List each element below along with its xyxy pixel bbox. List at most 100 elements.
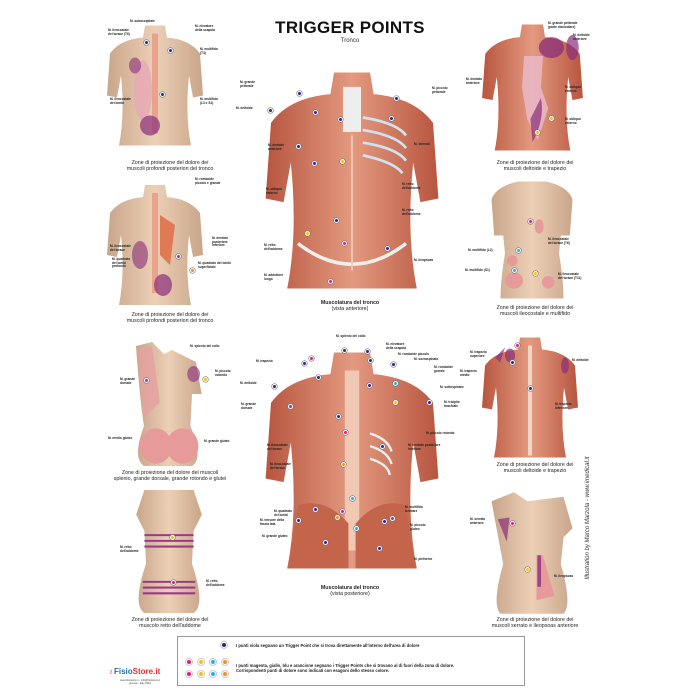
muscle-label: M. serrato anteriore <box>470 517 486 525</box>
muscle-label: M. obliquo esterno <box>565 117 581 125</box>
panel-caption: Zone di proiezione del dolore dei muscol… <box>496 462 574 475</box>
muscle-label: M. quadrato dei lombi superficiale <box>198 261 231 269</box>
muscle-label: M. ileocostale del torace <box>267 443 288 451</box>
trigger-point <box>171 580 176 585</box>
person-logo-icon: ♁ <box>108 667 114 676</box>
trigger-point <box>510 360 515 365</box>
trigger-point <box>367 383 372 388</box>
trigger-point <box>368 358 373 363</box>
panel-caption: Muscolatura del tronco <box>320 300 380 306</box>
orange-point-icon <box>222 659 228 665</box>
back-figure <box>107 185 203 305</box>
muscle-label: M. ileocostale del torace (T6) <box>548 237 570 245</box>
trigger-point <box>380 444 385 449</box>
legend-box: I punti viola segnano un Trigger Point c… <box>177 636 525 686</box>
muscle-label: M. ileopsoas <box>414 258 434 262</box>
trigger-point <box>268 108 273 113</box>
logo-contact: www.fisiostore.it - info@fisiostore.it g… <box>119 679 161 685</box>
trigger-point <box>323 540 328 545</box>
muscle-label: M. obliquo esterno <box>266 187 282 195</box>
panel-caption: Zone di proiezione del dolore dei muscol… <box>126 160 214 173</box>
trigger-point <box>535 130 540 135</box>
muscle-label: M. grande dorsale <box>241 402 257 410</box>
muscle-label: M. dentato anteriore <box>466 77 482 85</box>
panel-caption: Zone di proiezione del dolore dei muscol… <box>496 305 574 318</box>
muscle-label: M. sottospinato <box>440 385 464 389</box>
muscle-label: M. adduttore lungo <box>264 273 284 281</box>
muscle-label: M. grande dorsale <box>120 377 136 385</box>
blue-point-icon <box>210 659 216 665</box>
trigger-point <box>512 268 517 273</box>
panel-caption-view: (vista posteriore) <box>330 591 370 597</box>
trigger-point <box>354 526 359 531</box>
muscle-label: M. suboccipitale <box>130 19 155 23</box>
legend-colored-text: I punti magenta, giallo, blu e arancione… <box>236 663 455 674</box>
trigger-point <box>340 509 345 514</box>
yellow-hexagon-icon <box>198 671 204 677</box>
trigger-point <box>334 218 339 223</box>
muscle-label: M. quadrato dei lombi profondo <box>112 257 131 269</box>
back-figure <box>482 337 578 458</box>
muscle-label: M. piriforme <box>414 557 433 561</box>
trigger-point <box>313 110 318 115</box>
muscle-label: M. multifido lombare <box>405 505 423 513</box>
trigger-point <box>390 516 395 521</box>
muscle-label: M. medio gluteo <box>108 436 133 440</box>
trigger-point <box>338 117 343 122</box>
muscle-label: M. sovraspinato <box>414 357 439 361</box>
back-torso-figure <box>265 352 439 569</box>
muscle-label: M. trapezio medio <box>460 369 477 377</box>
muscle-label: M. quadrato dei lombi <box>274 509 293 517</box>
blue-hexagon-icon <box>210 671 216 677</box>
muscle-label: M. retto dell'addome <box>206 579 225 587</box>
muscle-label: M. dentato posteriore inferiore <box>408 443 441 451</box>
logo-name-b: Store.it <box>132 667 161 676</box>
trigger-point <box>342 241 347 246</box>
trigger-point <box>391 362 396 367</box>
muscle-label: M. elevatore della scapola <box>195 24 216 32</box>
magenta-hexagon-icon <box>186 671 192 677</box>
trigger-point <box>528 386 533 391</box>
muscle-label: M. ileocostale del torace <box>270 462 291 470</box>
trigger-point <box>341 462 346 467</box>
trigger-point <box>296 144 301 149</box>
trigger-point <box>302 361 307 366</box>
back-figure <box>136 342 202 466</box>
trigger-point <box>516 248 521 253</box>
trigger-point <box>394 96 399 101</box>
muscle-label: M. tensore della fascia lata <box>260 518 285 526</box>
muscle-label: M. multifido (L3 e S1) <box>200 97 218 105</box>
trigger-point <box>515 343 520 348</box>
trigger-point <box>427 400 432 405</box>
muscle-label: M. trapezio inferiore <box>555 402 572 410</box>
trigger-point <box>313 507 318 512</box>
panel-caption: Zone di proiezione del dolore del muscol… <box>131 617 209 630</box>
trigger-point <box>144 40 149 45</box>
trigger-point <box>549 116 554 121</box>
trigger-point <box>365 349 370 354</box>
muscle-label: M. trapezio <box>256 359 273 363</box>
trigger-point <box>170 535 175 540</box>
trigger-point <box>393 381 398 386</box>
trigger-point <box>288 404 293 409</box>
muscle-label: M. multifido (L2) <box>468 248 493 252</box>
trigger-point <box>385 246 390 251</box>
illustration-credit: Illustration by Marco Marzola - www.imed… <box>585 456 591 580</box>
poster-subtitle: Tronco <box>340 38 360 44</box>
trigger-point <box>305 231 310 236</box>
panel-caption-view: (vista anteriore) <box>331 306 369 312</box>
trigger-point <box>328 279 333 284</box>
muscle-label: M. grande gluteo <box>262 534 288 538</box>
muscle-label: M. grande pettorale (parte clavicolare) <box>548 21 578 29</box>
muscle-label: M. ileocostale dei lombi <box>110 97 131 105</box>
trigger-point <box>160 92 165 97</box>
muscle-label: M. splenio del collo <box>190 344 220 348</box>
trigger-point <box>203 377 208 382</box>
muscle-label: M. piccolo rotondo <box>215 369 231 377</box>
muscle-label: M. obliquo esterno <box>565 85 581 93</box>
muscle-label: M. piccolo pettorale <box>432 86 448 94</box>
front-torso-figure <box>265 72 439 289</box>
back-figure <box>107 25 203 146</box>
muscle-label: M. ileopsoas <box>554 574 574 578</box>
muscle-label: M. ileocostale del torace <box>110 244 131 252</box>
